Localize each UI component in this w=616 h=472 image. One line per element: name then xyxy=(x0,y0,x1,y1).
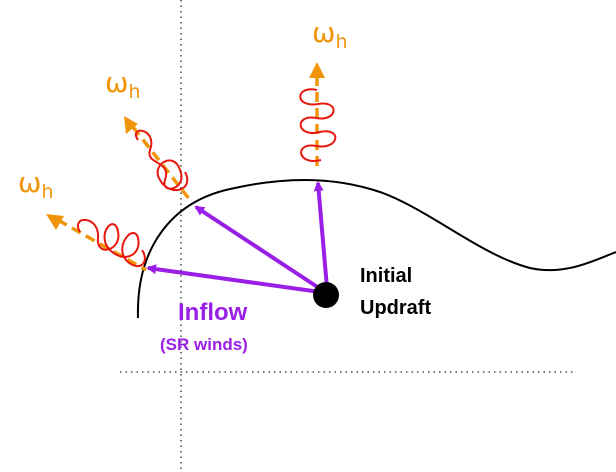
omega-label-top: ωh xyxy=(312,16,348,53)
updraft-label-line1: Initial xyxy=(360,265,412,287)
omega-label-middle: ωh xyxy=(105,66,141,103)
inflow-arrow-lower xyxy=(146,264,321,294)
vorticity-vector-top xyxy=(299,62,337,168)
coil-top xyxy=(299,88,337,162)
coil-lower xyxy=(77,218,146,268)
updraft-dot xyxy=(313,282,339,308)
outflow-boundary-curve xyxy=(136,178,616,319)
sr-winds-label: (SR winds) xyxy=(160,335,248,354)
inflow-label: Inflow xyxy=(178,299,248,326)
vorticity-vector-lower xyxy=(46,214,147,272)
updraft-label-line2: Updraft xyxy=(360,297,431,319)
coil-middle xyxy=(135,129,189,191)
omega-label-lower: ωh xyxy=(18,166,54,203)
inflow-arrows xyxy=(146,181,329,294)
inflow-arrow-top xyxy=(313,181,329,289)
inflow-arrow-middle xyxy=(194,205,324,292)
vorticity-vector-middle xyxy=(124,116,192,202)
